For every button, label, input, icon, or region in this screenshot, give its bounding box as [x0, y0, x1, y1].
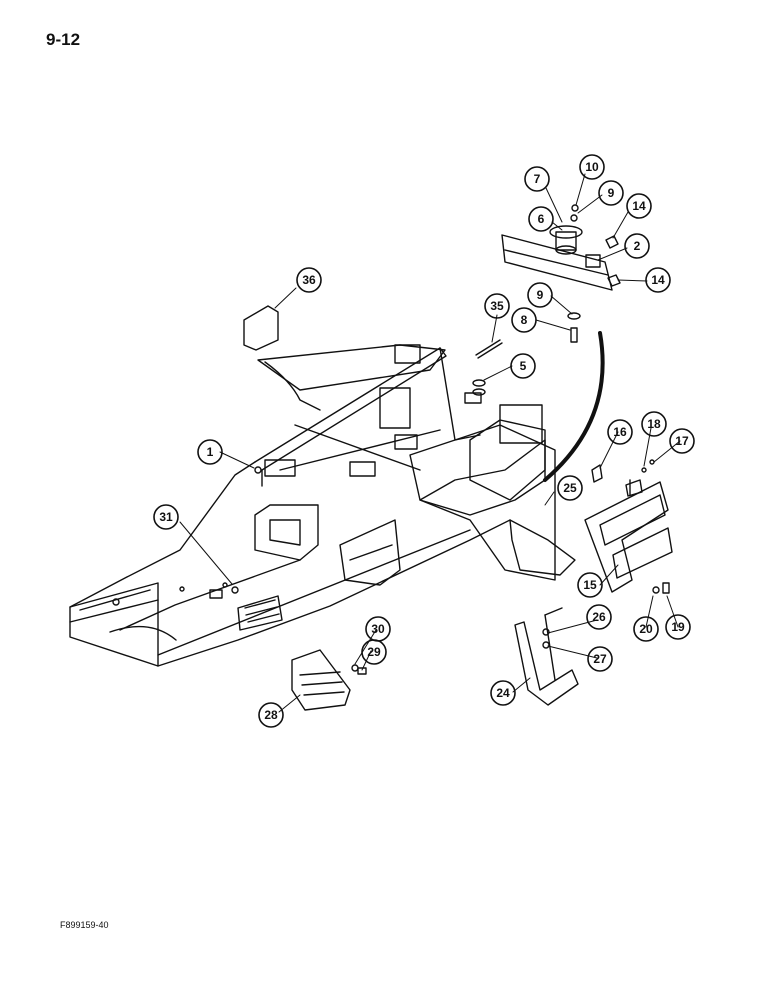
callout-9-lower: 9 [527, 282, 553, 308]
callout-28-label: 28 [264, 708, 278, 722]
callout-2-label: 2 [634, 239, 641, 253]
callout-25: 25 [557, 475, 583, 501]
callout-7-label: 7 [534, 172, 541, 186]
callout-25-label: 25 [563, 481, 577, 495]
callout-5: 5 [510, 353, 536, 379]
callout-19-label: 19 [671, 620, 685, 634]
callout-8: 8 [511, 307, 537, 333]
callout-7: 7 [524, 166, 550, 192]
callout-29-label: 29 [367, 645, 381, 659]
leader-lines [179, 173, 681, 713]
callout-27: 27 [587, 646, 613, 672]
step-assembly [584, 459, 673, 594]
loose-parts [243, 305, 503, 396]
callout-15: 15 [577, 572, 603, 598]
callout-28: 28 [258, 702, 284, 728]
callout-24-label: 24 [496, 686, 510, 700]
callout-6-label: 6 [538, 212, 545, 226]
callout-16-label: 16 [613, 425, 627, 439]
callout-29: 29 [361, 639, 387, 665]
callout-36: 36 [296, 267, 322, 293]
callout-26-label: 26 [592, 610, 606, 624]
callout-31-label: 31 [159, 510, 173, 524]
callout-30: 30 [365, 616, 391, 642]
callout-20: 20 [633, 616, 659, 642]
callout-18-label: 18 [647, 417, 661, 431]
callout-17-label: 17 [675, 434, 689, 448]
callout-26: 26 [586, 604, 612, 630]
callout-1: 1 [197, 439, 223, 465]
callout-19: 19 [665, 614, 691, 640]
callout-35-label: 35 [490, 299, 504, 313]
callout-14-lower: 14 [645, 267, 671, 293]
hanging-step-bracket [514, 607, 579, 706]
lower-left-step [291, 649, 367, 711]
callout-24: 24 [490, 680, 516, 706]
callout-5-label: 5 [520, 359, 527, 373]
callout-9-lower-label: 9 [537, 288, 544, 302]
callout-18: 18 [641, 411, 667, 437]
callout-17: 17 [669, 428, 695, 454]
callout-10-label: 10 [585, 160, 599, 174]
callout-14-lower-label: 14 [651, 273, 665, 287]
callout-20-label: 20 [639, 622, 653, 636]
callout-6: 6 [528, 206, 554, 232]
callout-8-label: 8 [521, 313, 528, 327]
callout-15-label: 15 [583, 578, 597, 592]
figure-code: F899159-40 [60, 920, 109, 930]
page-number: 9-12 [46, 30, 81, 49]
callout-31: 31 [153, 504, 179, 530]
callout-30-label: 30 [371, 622, 385, 636]
callout-9-upper-label: 9 [608, 186, 615, 200]
callout-10: 10 [579, 154, 605, 180]
callout-9-upper: 9 [598, 180, 624, 206]
callout-1-label: 1 [207, 445, 214, 459]
callout-36-label: 36 [302, 273, 316, 287]
callout-35: 35 [484, 293, 510, 319]
main-frame [69, 344, 576, 667]
callout-14-upper: 14 [626, 193, 652, 219]
callout-27-label: 27 [593, 652, 607, 666]
callout-16: 16 [607, 419, 633, 445]
callouts: 1 2 5 6 7 8 9 9 10 14 14 15 16 17 18 19 … [153, 154, 695, 728]
callout-2: 2 [624, 233, 650, 259]
upper-right-subassembly [501, 204, 621, 482]
callout-14-upper-label: 14 [632, 199, 646, 213]
